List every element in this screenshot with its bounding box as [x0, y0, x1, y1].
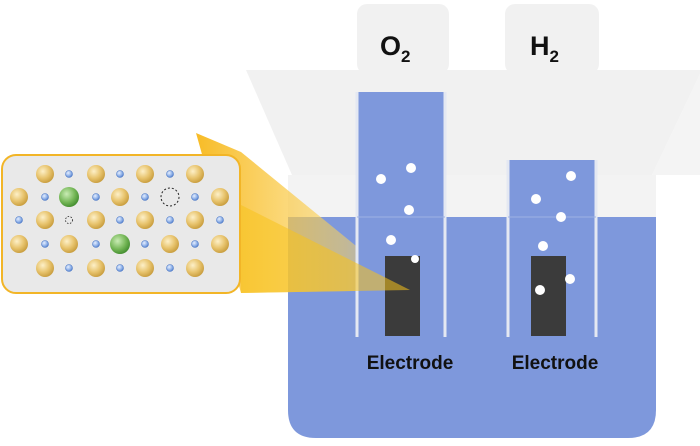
o2-label: O2	[380, 31, 410, 66]
small-atom	[216, 216, 224, 224]
anode-label: Electrode	[367, 353, 454, 374]
vacancy-large	[160, 187, 180, 207]
small-atom	[116, 264, 124, 272]
small-atom	[92, 240, 100, 248]
large-atom	[87, 211, 105, 229]
lattice-zoom-panel	[1, 154, 241, 294]
bubble	[565, 274, 575, 284]
large-atom	[136, 259, 154, 277]
large-atom	[161, 235, 179, 253]
h2-bubbles	[531, 171, 576, 295]
crystal-lattice	[10, 165, 229, 277]
dopant-atom	[59, 187, 79, 207]
bubble	[556, 212, 566, 222]
zoom-beam-tip	[241, 205, 410, 293]
large-atom	[10, 235, 28, 253]
small-atom	[116, 216, 124, 224]
small-atom	[166, 264, 174, 272]
large-atom	[87, 259, 105, 277]
large-atom	[60, 235, 78, 253]
small-atom	[41, 193, 49, 201]
large-atom	[136, 165, 154, 183]
h2-label: H2	[530, 31, 559, 66]
h2-outlet-tab	[505, 4, 599, 74]
bubble	[386, 235, 396, 245]
cathode-label: Electrode	[512, 353, 599, 374]
small-atom	[141, 240, 149, 248]
small-atom	[116, 170, 124, 178]
large-atom	[111, 188, 129, 206]
bubble	[535, 285, 545, 295]
bubble	[411, 255, 419, 263]
small-atom	[141, 193, 149, 201]
cathode-electrode	[531, 256, 566, 336]
small-atom	[166, 216, 174, 224]
large-atom	[211, 188, 229, 206]
beaker-lid	[246, 70, 700, 175]
large-atom	[36, 165, 54, 183]
vacancy-small	[65, 216, 73, 224]
gas-outlets	[357, 4, 599, 74]
large-atom	[186, 165, 204, 183]
small-atom	[191, 193, 199, 201]
bubble	[404, 205, 414, 215]
large-atom	[10, 188, 28, 206]
large-atom	[211, 235, 229, 253]
h2-tube	[506, 160, 598, 337]
anode-electrode	[385, 256, 420, 336]
bubble	[406, 163, 416, 173]
small-atom	[92, 193, 100, 201]
bubble	[376, 174, 386, 184]
bubble	[538, 241, 548, 251]
small-atom	[191, 240, 199, 248]
large-atom	[136, 211, 154, 229]
bubble	[531, 194, 541, 204]
large-atom	[186, 211, 204, 229]
large-atom	[186, 259, 204, 277]
large-atom	[36, 211, 54, 229]
large-atom	[36, 259, 54, 277]
beaker-lid-right	[652, 74, 700, 175]
o2-outlet-tab	[357, 4, 449, 74]
small-atom	[166, 170, 174, 178]
small-atom	[65, 264, 73, 272]
bubble	[566, 171, 576, 181]
small-atom	[65, 170, 73, 178]
small-atom	[41, 240, 49, 248]
dopant-atom	[110, 234, 130, 254]
small-atom	[15, 216, 23, 224]
o2-bubbles	[376, 163, 419, 263]
large-atom	[87, 165, 105, 183]
